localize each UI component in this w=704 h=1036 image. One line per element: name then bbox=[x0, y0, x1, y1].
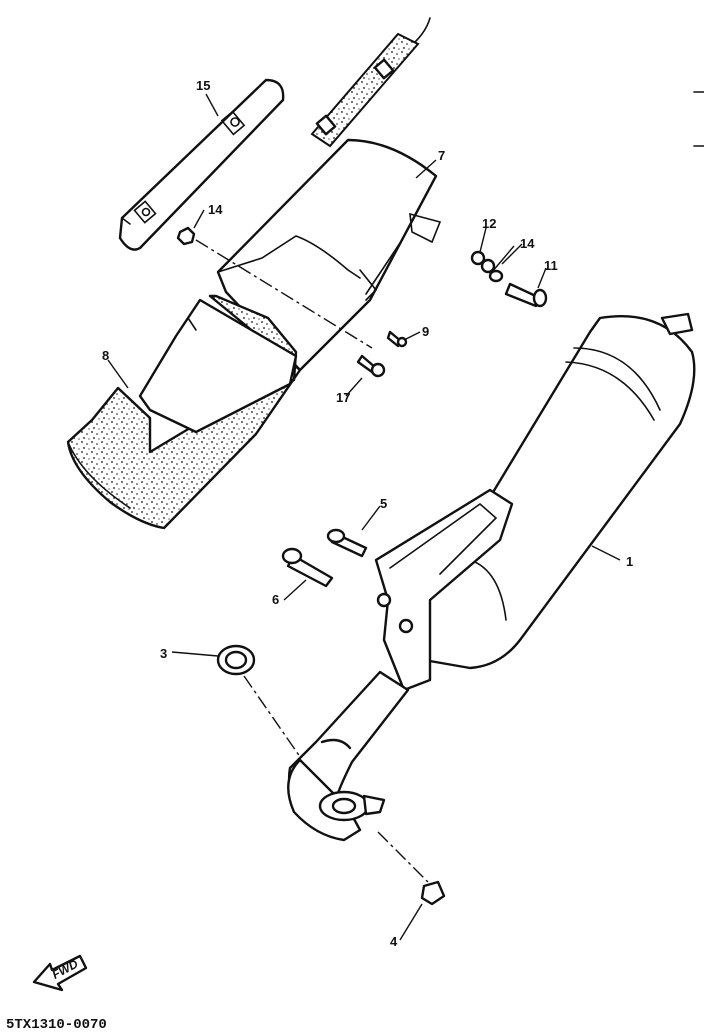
callout-3: 3 bbox=[160, 646, 167, 661]
callout-1: 1 bbox=[626, 554, 633, 569]
heat-protector-part-8 bbox=[66, 294, 302, 530]
callout-7: 7 bbox=[438, 148, 445, 163]
nut-part-4 bbox=[420, 880, 446, 906]
callout-9: 9 bbox=[422, 324, 429, 339]
forward-arrow-icon: FWD bbox=[32, 954, 88, 992]
muffler-part-1 bbox=[287, 312, 696, 842]
callout-14-right: 14 bbox=[520, 236, 535, 251]
screw-part-9 bbox=[386, 330, 408, 348]
nut-part-14-upper bbox=[176, 226, 196, 246]
screw-part-17 bbox=[356, 354, 386, 378]
heat-protector-part-15 bbox=[118, 78, 285, 251]
callout-12: 12 bbox=[482, 216, 496, 231]
callout-14-upper: 14 bbox=[208, 202, 223, 217]
washers-part-14 bbox=[480, 258, 504, 283]
callout-5: 5 bbox=[380, 496, 387, 511]
bolt-part-11 bbox=[504, 282, 548, 308]
bolt-part-6 bbox=[281, 547, 334, 588]
callout-15: 15 bbox=[196, 78, 210, 93]
leader-lines bbox=[107, 93, 621, 941]
figure-code: 5TX1310-0070 bbox=[6, 1017, 107, 1033]
callout-17: 17 bbox=[336, 390, 350, 405]
bolt-part-5 bbox=[326, 528, 368, 558]
edge-marks bbox=[407, 17, 704, 147]
callout-11: 11 bbox=[544, 258, 558, 273]
gasket-part-3 bbox=[216, 644, 256, 676]
callout-6: 6 bbox=[272, 592, 279, 607]
callout-labels: 15 7 14 12 14 11 9 8 17 5 1 6 3 4 bbox=[102, 78, 633, 949]
protector-gasket-strip bbox=[310, 32, 420, 148]
callout-8: 8 bbox=[102, 348, 109, 363]
callout-4: 4 bbox=[390, 934, 398, 949]
collar-part-12 bbox=[470, 250, 486, 266]
